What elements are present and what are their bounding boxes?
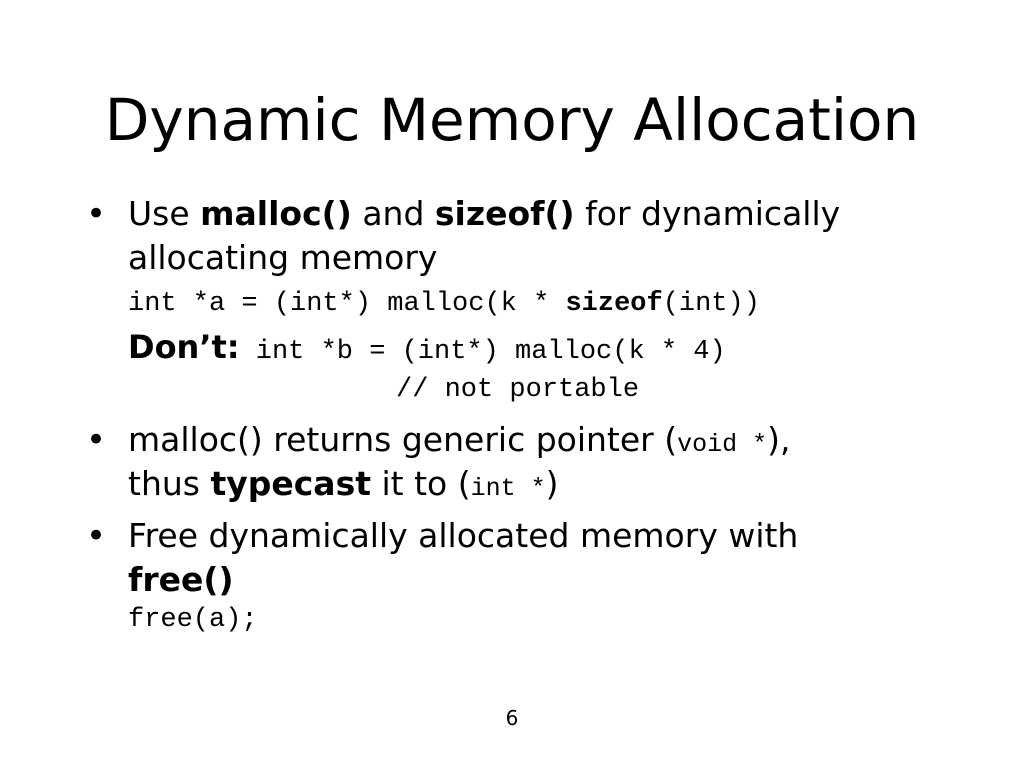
dont-label: Don’t: [128, 328, 240, 366]
bullet1-sizeof-keyword: sizeof() [434, 194, 575, 233]
bullet2-void-pointer-code: void * [677, 430, 768, 459]
page-number: 6 [505, 706, 519, 730]
bullet2-close-paren: ), [767, 420, 791, 459]
code-comment: // not portable [396, 375, 640, 405]
bullet1-line1: Use malloc() and sizeof() for dynamicall… [128, 192, 988, 236]
bullet1-use-text: Use [128, 194, 201, 233]
bullet1-line2: allocating memory [128, 238, 438, 277]
bullet2-final-paren: ) [545, 464, 559, 503]
bullet2-typecast-keyword: typecast [210, 464, 371, 503]
code-sizeof-keyword: sizeof [565, 289, 663, 319]
code-malloc-bad-text: int *b = (int*) malloc(k * 4) [239, 337, 726, 367]
bullet1-for-text: for dynamically [574, 194, 841, 233]
bullet-marker: • [86, 420, 107, 460]
bullet1-and-text: and [351, 194, 435, 233]
bullet2-int-pointer-code: int * [470, 474, 546, 503]
slide-title: Dynamic Memory Allocation [104, 86, 920, 154]
code-malloc-good-b: (int)) [662, 289, 760, 319]
code-malloc-good: int *a = (int*) malloc(k * sizeof(int)) [128, 284, 760, 324]
code-free: free(a); [128, 605, 258, 635]
bullet3-free-keyword: free() [128, 560, 234, 599]
code-malloc-bad: Don’t: int *b = (int*) malloc(k * 4) [128, 327, 726, 372]
bullet2-returns-text: malloc() returns generic pointer ( [128, 420, 678, 459]
bullet2-line2: thus typecast it to (int *) [128, 462, 988, 511]
code-malloc-good-a: int *a = (int*) malloc(k * [128, 289, 566, 319]
bullet2-thus-text: thus [128, 464, 211, 503]
bullet-marker: • [86, 516, 107, 556]
bullet3-line1: Free dynamically allocated memory with [128, 516, 799, 555]
bullet1-malloc-keyword: malloc() [200, 194, 352, 233]
bullet2-line1: malloc() returns generic pointer (void *… [128, 418, 988, 467]
bullet2-it-to-text: it to ( [371, 464, 471, 503]
bullet-marker: • [86, 194, 107, 234]
